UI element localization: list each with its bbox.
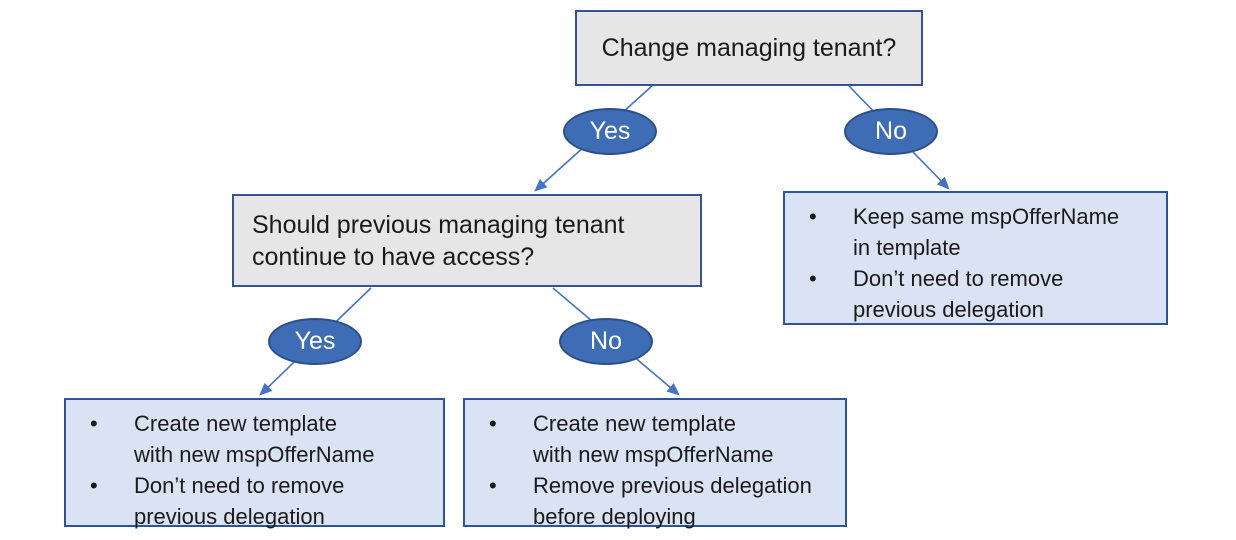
result-new-template-remove-bullet-1: Create new template with new mspOfferNam…	[533, 411, 774, 467]
followup-yes-oval: Yes	[268, 318, 362, 365]
result-new-template-keep-bullet-2: Don’t need to remove previous delegation	[134, 473, 345, 529]
result-keep-offer-bullet-2: Don’t need to remove previous delegation	[853, 266, 1064, 322]
root-no-label: No	[875, 117, 907, 145]
bullet-icon	[465, 470, 533, 501]
root-yes-label: Yes	[589, 117, 631, 145]
root-yes-oval: Yes	[563, 108, 657, 155]
result-new-template-remove-box: Create new template with new mspOfferNam…	[463, 398, 847, 529]
followup-no-label: No	[590, 327, 622, 355]
followup-question-text: Should previous managing tenant continue…	[252, 210, 625, 271]
result-new-template-remove-bullet-2: Remove previous delegation before deploy…	[533, 473, 812, 529]
followup-yes-label: Yes	[294, 327, 336, 355]
root-question-box: Change managing tenant?	[575, 10, 923, 86]
result-keep-offer-bullet-1: Keep same mspOfferName in template	[853, 204, 1120, 260]
followup-no-oval: No	[559, 318, 653, 365]
result-keep-offer-box: Keep same mspOfferName in template Don’t…	[783, 191, 1168, 325]
list-item: Create new template with new mspOfferNam…	[66, 408, 443, 470]
bullet-icon	[66, 408, 134, 439]
bullet-icon	[66, 470, 134, 501]
list-item: Don’t need to remove previous delegation	[785, 263, 1166, 325]
followup-question-box: Should previous managing tenant continue…	[232, 194, 702, 287]
result-new-template-keep-box: Create new template with new mspOfferNam…	[64, 398, 445, 529]
bullet-icon	[785, 263, 853, 294]
list-item: Keep same mspOfferName in template	[785, 201, 1166, 263]
list-item: Don’t need to remove previous delegation	[66, 470, 443, 532]
list-item: Create new template with new mspOfferNam…	[465, 408, 845, 470]
bullet-icon	[465, 408, 533, 439]
root-question-text: Change managing tenant?	[601, 34, 897, 62]
root-no-oval: No	[844, 108, 938, 155]
result-new-template-keep-bullet-1: Create new template with new mspOfferNam…	[134, 411, 375, 467]
bullet-icon	[785, 201, 853, 232]
list-item: Remove previous delegation before deploy…	[465, 470, 845, 532]
